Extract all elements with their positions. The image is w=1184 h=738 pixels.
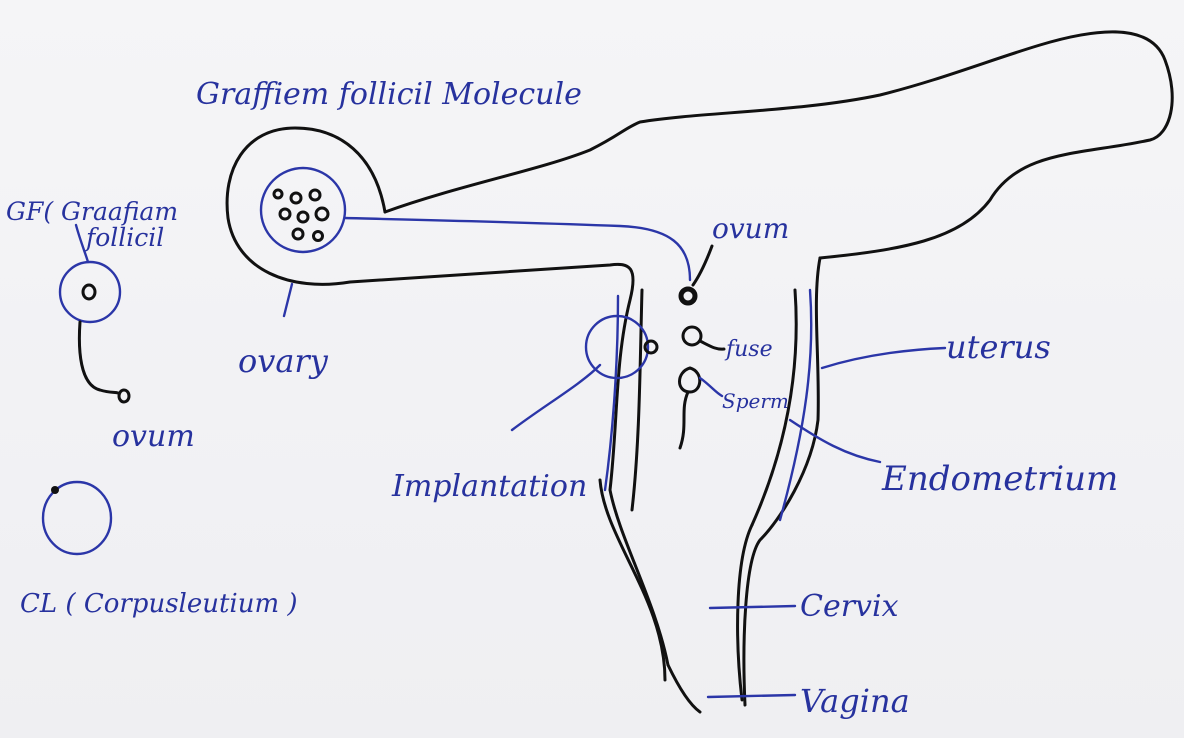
label-corpus-luteum: CL ( Corpusleutium ) xyxy=(20,589,298,619)
fuse-tail xyxy=(700,341,724,349)
implanted-embryo xyxy=(645,341,657,353)
follicle xyxy=(280,209,290,219)
label-fuse: fuse xyxy=(724,337,773,362)
label-graafian-follicle-molecule: Graffiem follicil Molecule xyxy=(196,77,582,112)
graafian-follicle-ovum xyxy=(83,285,95,299)
release-path xyxy=(79,322,118,393)
vagina-leader xyxy=(708,695,795,697)
ovary-leader xyxy=(284,284,292,316)
sperm-pointer xyxy=(700,378,722,396)
follicle xyxy=(316,208,328,220)
follicle xyxy=(293,229,303,239)
follicle xyxy=(291,193,301,203)
ovary-follicles xyxy=(261,168,345,252)
label-ovary: ovary xyxy=(238,342,329,380)
ovum-in-tube xyxy=(681,289,695,303)
uterus-leader xyxy=(822,348,945,368)
fused-zygote xyxy=(683,327,701,345)
vagina-left-line xyxy=(668,665,700,712)
sperm-shape xyxy=(680,368,700,392)
ovum-pointer xyxy=(693,246,712,285)
implantation-leader xyxy=(512,365,600,430)
uterus-outline xyxy=(227,32,1172,712)
ovarian-cycle-sequence xyxy=(43,225,129,554)
label-ovum-center: ovum xyxy=(712,212,789,245)
corpus-luteum-dot xyxy=(51,486,59,494)
released-ovum xyxy=(119,390,129,402)
label-uterus: uterus xyxy=(946,328,1051,366)
graafian-follicle-circle xyxy=(60,262,120,322)
follicle xyxy=(314,232,323,241)
label-endometrium: Endometrium xyxy=(881,459,1118,499)
label-cervix: Cervix xyxy=(800,589,899,624)
endometrium-leader xyxy=(790,420,880,462)
sperm-tail xyxy=(680,392,688,448)
label-gf-graafian-follicle-2: follicil xyxy=(84,223,164,252)
labels: Graffiem follicil Molecule GF( Graafiam … xyxy=(6,77,1118,720)
follicle xyxy=(310,190,320,200)
label-vagina: Vagina xyxy=(800,682,910,720)
follicle xyxy=(298,212,308,222)
label-ovum-left: ovum xyxy=(112,419,195,454)
uterus-outer-contour xyxy=(227,128,668,665)
follicle xyxy=(274,190,282,198)
cervix-leader xyxy=(710,606,795,608)
uterus-right-wall xyxy=(744,258,820,705)
label-implantation: Implantation xyxy=(391,469,587,504)
label-sperm: Sperm xyxy=(722,389,789,413)
follicle-cluster-circle xyxy=(261,168,345,252)
label-gf-graafian-follicle-1: GF( Graafiam xyxy=(6,197,178,226)
